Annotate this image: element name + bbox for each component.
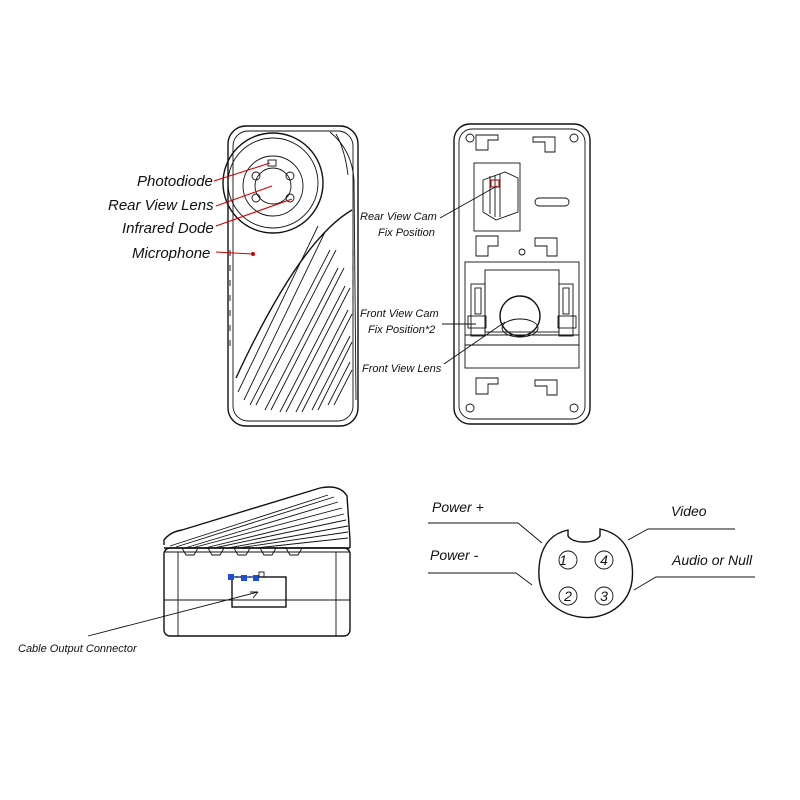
audio-label: Audio or Null — [671, 552, 753, 568]
power-plus-label: Power + — [432, 499, 484, 515]
cable-output-label: Cable Output Connector — [18, 643, 138, 655]
photodiode-label: Photodiode — [137, 173, 213, 190]
rear-view-lens — [254, 167, 292, 205]
front-view-lens-label: Front View Lens — [362, 363, 442, 375]
pin-2-number: 2 — [563, 588, 572, 604]
pin-1 — [558, 550, 578, 570]
cable-output-connector — [231, 576, 287, 608]
rear-cam-label-1: Rear View Cam — [360, 211, 437, 223]
infrared-diode-label: Infrared Dode — [122, 220, 214, 237]
connector-pin — [241, 575, 247, 581]
front-view-device — [213, 125, 359, 427]
front-cam-label-2: Fix Position*2 — [368, 324, 435, 336]
microphone — [251, 252, 255, 256]
pin-4-number: 4 — [600, 552, 608, 568]
pin-4 — [594, 550, 614, 570]
lens-housing — [222, 132, 324, 234]
video-label: Video — [671, 503, 707, 519]
front-cam-mount — [464, 261, 580, 369]
photodiode — [267, 159, 277, 167]
pin-2 — [558, 586, 578, 606]
pin-3-number: 3 — [600, 588, 608, 604]
connector-pinout — [428, 522, 755, 619]
back-view-device — [439, 123, 591, 425]
pin-1-number: 1 — [559, 552, 567, 568]
bottom-view-device — [87, 486, 351, 637]
power-minus-label: Power - — [430, 547, 479, 563]
connector-face — [538, 528, 634, 619]
connector-pin — [253, 575, 259, 581]
pin-3 — [594, 586, 614, 606]
rear-cam-fix-position — [473, 162, 521, 232]
connector-pin — [228, 574, 234, 580]
microphone-label: Microphone — [132, 245, 210, 262]
rear-view-lens-label: Rear View Lens — [108, 197, 214, 214]
rear-cam-label-2: Fix Position — [378, 227, 435, 239]
front-view-lens — [499, 295, 541, 337]
front-cam-label-1: Front View Cam — [360, 308, 439, 320]
